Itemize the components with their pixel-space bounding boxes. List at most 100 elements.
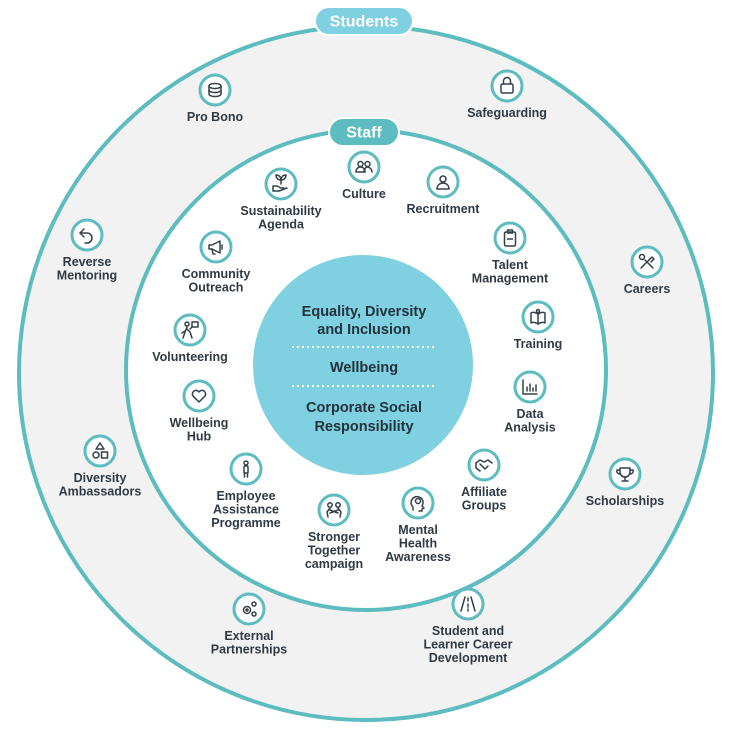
figure-icon <box>243 460 249 478</box>
clipboard-icon-badge <box>493 221 527 255</box>
outer-item-label: Diversity <box>74 471 127 485</box>
inner-item-label: Agenda <box>258 218 305 232</box>
return-arrow-icon <box>79 228 93 244</box>
inner-item-volunteering: Volunteering <box>152 313 228 364</box>
inner-item-label: Affiliate <box>461 485 507 499</box>
outer-item-pro-bono: Pro Bono <box>187 73 244 124</box>
hugging-people-icon-badge <box>317 493 351 527</box>
inner-item-label: Recruitment <box>407 202 481 216</box>
inner-item-label: Employee <box>216 489 275 503</box>
people-icon-badge <box>347 150 381 184</box>
inner-item-label: campaign <box>305 557 363 571</box>
inner-item-label: Volunteering <box>152 350 227 364</box>
center-wellbeing: Wellbeing <box>330 360 398 376</box>
outer-item-label: Careers <box>624 282 671 296</box>
handshake-icon-badge <box>467 448 501 482</box>
inner-item-label: Mental <box>398 523 438 537</box>
center-edi-line2: and Inclusion <box>317 322 410 338</box>
inner-item-label: Training <box>514 337 563 351</box>
gears-icon-badge <box>232 592 266 626</box>
outer-item-label: Reverse <box>63 255 112 269</box>
lock-icon <box>500 76 514 94</box>
inner-item-recruitment: Recruitment <box>407 165 481 216</box>
coins-icon <box>208 82 222 98</box>
megaphone-icon-badge <box>199 230 233 264</box>
students-pill: Students <box>314 6 414 36</box>
clipboard-icon <box>503 229 517 247</box>
volunteer-icon-badge <box>173 313 207 347</box>
gears-icon <box>242 601 257 617</box>
outer-item-label: Learner Career <box>424 638 513 652</box>
outer-item-scholarships: Scholarships <box>586 457 665 508</box>
center-circle <box>253 255 473 475</box>
center-csr-line1: Corporate Social <box>306 400 422 416</box>
inner-item-label: Outreach <box>189 281 244 295</box>
return-arrow-icon-badge <box>70 218 104 252</box>
inner-item-label: Assistance <box>213 503 279 517</box>
staff-pill: Staff <box>328 117 400 147</box>
outer-item-label: Development <box>429 651 508 665</box>
inner-item-label: Awareness <box>385 550 451 564</box>
outer-item-label: External <box>224 629 273 643</box>
inner-item-label: Sustainability <box>240 204 321 218</box>
tools-icon <box>638 253 655 269</box>
hugging-people-icon <box>326 502 342 518</box>
staff-label: Staff <box>346 125 382 142</box>
inner-item-label: Wellbeing <box>170 416 229 430</box>
figure-icon-badge <box>229 452 263 486</box>
head-icon <box>410 495 425 512</box>
person-icon <box>436 175 450 190</box>
outer-item-label: Student and <box>432 624 504 638</box>
inner-item-label: Culture <box>342 187 386 201</box>
outer-item-label: Pro Bono <box>187 110 244 124</box>
road-icon <box>460 596 476 612</box>
trophy-icon <box>616 467 634 482</box>
inner-item-label: Hub <box>187 430 212 444</box>
outer-item-safeguarding: Safeguarding <box>467 69 547 120</box>
inner-item-label: Data <box>516 407 544 421</box>
inner-item-training: Training <box>514 300 563 351</box>
inner-item-culture: Culture <box>342 150 386 201</box>
outer-item-careers: Careers <box>624 245 671 296</box>
outer-item-label: Scholarships <box>586 494 665 508</box>
inner-item-label: Programme <box>211 516 281 530</box>
inner-item-label: Analysis <box>504 421 555 435</box>
inner-item-label: Community <box>182 267 251 281</box>
heart-icon-badge <box>182 379 216 413</box>
inner-item-label: Talent <box>492 258 529 272</box>
center-csr-line2: Responsibility <box>314 419 413 435</box>
coins-icon-badge <box>198 73 232 107</box>
handshake-icon <box>475 459 493 472</box>
megaphone-icon <box>208 240 223 255</box>
center-edi-line1: Equality, Diversity <box>302 304 427 320</box>
inner-item-label: Health <box>399 537 437 551</box>
book-icon <box>530 308 546 325</box>
plant-hand-icon <box>272 174 288 192</box>
shapes-icon-badge <box>83 434 117 468</box>
inner-item-label: Stronger <box>308 530 360 544</box>
volunteer-icon <box>181 321 199 339</box>
inner-item-label: Together <box>308 544 361 558</box>
outer-item-label: Ambassadors <box>59 485 142 499</box>
heart-icon <box>191 389 207 403</box>
outer-item-label: Mentoring <box>57 269 117 283</box>
bar-chart-icon <box>522 379 538 395</box>
people-icon <box>355 160 373 173</box>
students-label: Students <box>330 14 399 31</box>
inner-item-label: Management <box>472 272 549 286</box>
outer-item-label: Safeguarding <box>467 106 547 120</box>
trophy-icon-badge <box>608 457 642 491</box>
